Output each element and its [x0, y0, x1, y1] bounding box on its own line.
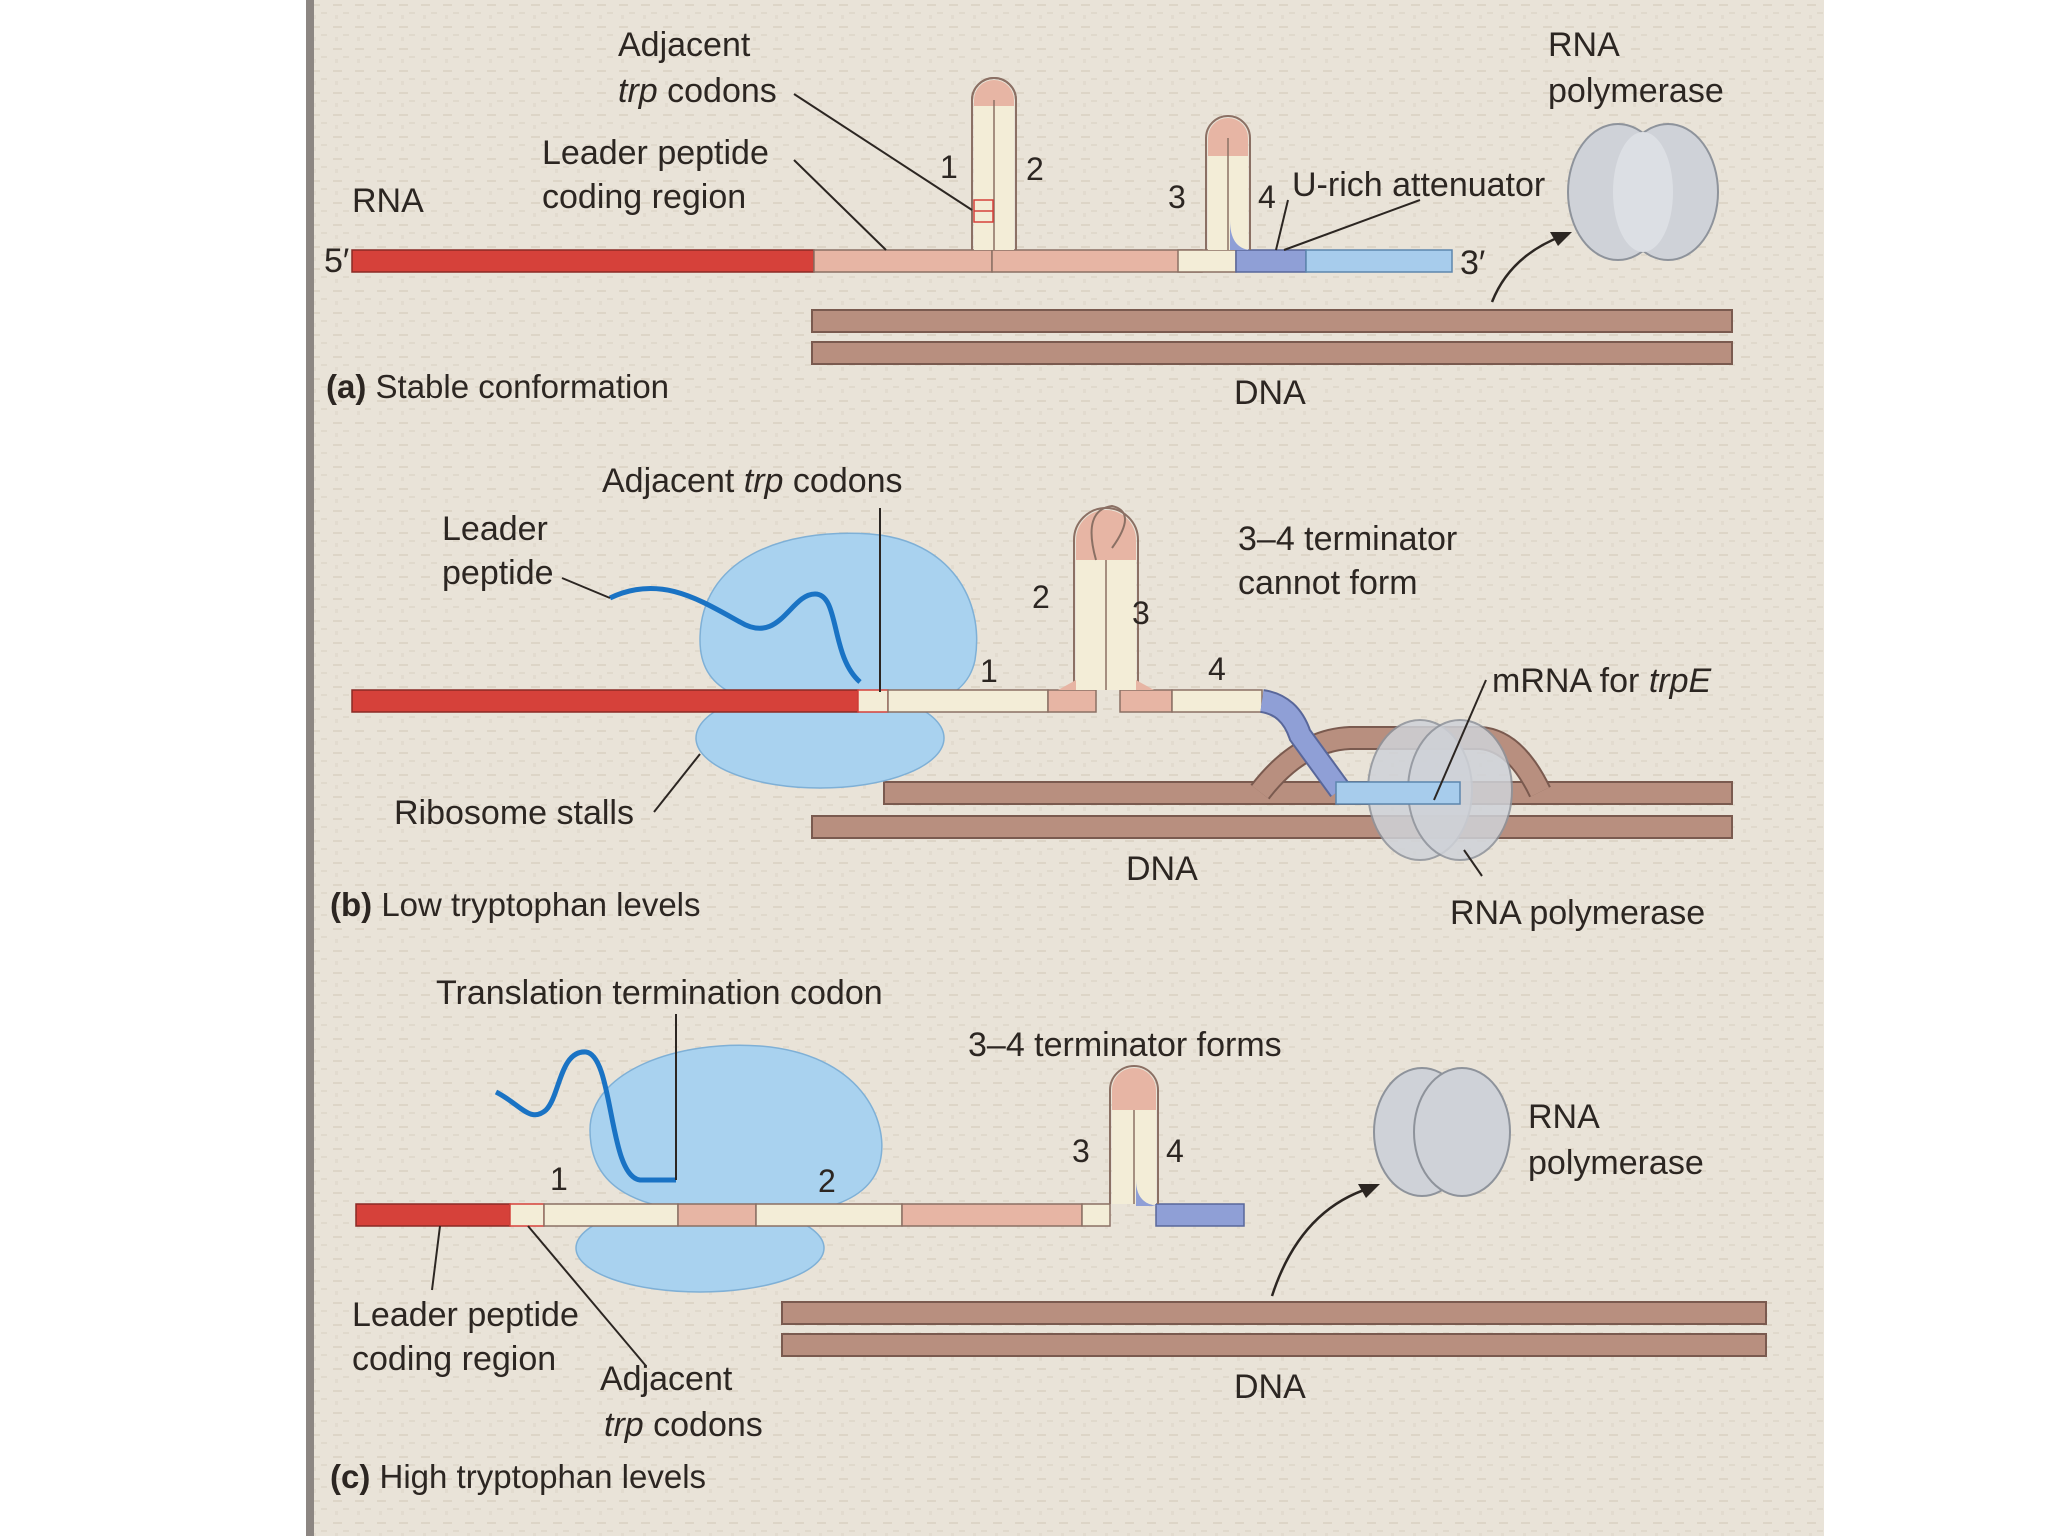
- rna-segment: [1171, 689, 1263, 713]
- leader-peptide-label: peptide: [442, 554, 554, 592]
- dna-label: DNA: [1234, 1368, 1306, 1406]
- leader-peptide-chain: [608, 585, 862, 684]
- adjacent-codons-label: trp codons: [604, 1406, 763, 1444]
- leader-line: [527, 1225, 647, 1367]
- dna-strand: [811, 341, 1733, 365]
- rna-segment: [813, 249, 993, 273]
- panel-b: Adjacent trp codons Leader peptide 3–4 t…: [330, 462, 1733, 932]
- rna-3prime-tail: [1305, 249, 1453, 273]
- leader-line: [1283, 199, 1421, 251]
- arrow: [1490, 234, 1563, 303]
- dna-strand: [883, 781, 1733, 805]
- terminator-label: 3–4 terminator: [1238, 520, 1457, 558]
- adjacent-codons-label: Adjacent: [600, 1360, 733, 1398]
- hairpin-3-4: [1205, 115, 1251, 250]
- rna-segment: [1119, 689, 1173, 713]
- leader-line: [1433, 679, 1487, 801]
- left-edge-shadow: [306, 0, 314, 1536]
- region-2-label: 2: [1032, 579, 1050, 615]
- dna-strand: [781, 1301, 1767, 1325]
- region-1-label: 1: [940, 149, 958, 185]
- mrna-trpe-label: mRNA for trpE: [1492, 662, 1711, 700]
- rna-segment: [543, 1203, 679, 1227]
- polymerase-label: polymerase: [1528, 1144, 1704, 1182]
- rna-segment: [677, 1203, 757, 1227]
- dna-strand: [811, 815, 1733, 839]
- region-1-label: 1: [980, 653, 998, 689]
- leader-line: [1275, 199, 1289, 251]
- region-3-label: 3: [1168, 179, 1186, 215]
- leader-peptide-label: Leader: [442, 510, 548, 548]
- leader-coding-label: coding region: [542, 178, 746, 216]
- adjacent-codons-label: Adjacent: [618, 26, 751, 64]
- polymerase-label: RNA: [1548, 26, 1620, 64]
- leader-coding-label: coding region: [352, 1340, 556, 1378]
- rna-segment: [991, 249, 1203, 273]
- dna-label: DNA: [1234, 374, 1306, 412]
- dna-strand: [811, 309, 1733, 333]
- leader-peptide-chain: [494, 1049, 676, 1183]
- region-4-label: 4: [1258, 179, 1276, 215]
- leader-coding-region: [351, 249, 815, 273]
- leader-coding-label: Leader peptide: [542, 134, 769, 172]
- leader-line: [793, 159, 887, 251]
- terminator-forms-label: 3–4 terminator forms: [968, 1026, 1282, 1064]
- trp-codons: [509, 1203, 545, 1227]
- leader-line: [793, 93, 973, 211]
- panel-a: Adjacent trp codons Leader peptide codin…: [324, 26, 1733, 412]
- terminator-label: cannot form: [1238, 564, 1418, 602]
- region-3-label: 3: [1072, 1133, 1090, 1169]
- leader-line: [653, 753, 701, 813]
- rna-segment: [1081, 1203, 1111, 1227]
- polymerase-label: polymerase: [1548, 72, 1724, 110]
- panel-c-caption: (c) High tryptophan levels: [330, 1458, 706, 1495]
- adjacent-codons-label: Adjacent trp codons: [602, 462, 903, 500]
- five-prime-label: 5′: [324, 242, 349, 280]
- polymerase-label: RNA polymerase: [1450, 894, 1705, 932]
- region-3-label: 3: [1132, 595, 1150, 631]
- rna-segment: [755, 1203, 903, 1227]
- rna-segment: [1177, 249, 1237, 273]
- hairpin-3-4: [1109, 1065, 1159, 1204]
- panel-a-caption: (a) Stable conformation: [326, 368, 669, 405]
- termination-codon-label: Translation termination codon: [436, 974, 883, 1012]
- dna-strand: [781, 1333, 1767, 1357]
- leader-coding-region: [355, 1203, 511, 1227]
- adjacent-codons-label: trp codons: [618, 72, 777, 110]
- u-rich-attenuator: [1235, 249, 1307, 273]
- leader-line: [561, 577, 611, 599]
- rna-polymerase: [1567, 123, 1719, 261]
- leader-line: [431, 1225, 441, 1291]
- u-rich-attenuator: [1155, 1203, 1245, 1227]
- attenuator-label: U-rich attenuator: [1292, 166, 1545, 204]
- region-4-label: 4: [1166, 1133, 1184, 1169]
- panel-c: Translation termination codon 3–4 termin…: [330, 974, 1767, 1495]
- rna-polymerase: [1373, 1067, 1511, 1197]
- region-4-label: 4: [1208, 651, 1226, 687]
- rna-segment: [1047, 689, 1097, 713]
- polymerase-label: RNA: [1528, 1098, 1600, 1136]
- rna-3prime-tail: [1335, 781, 1461, 805]
- panel-b-caption: (b) Low tryptophan levels: [330, 886, 701, 923]
- three-prime-label: 3′: [1460, 244, 1485, 282]
- rna-segment: [901, 1203, 1083, 1227]
- region-2-label: 2: [818, 1163, 836, 1199]
- leader-coding-region: [351, 689, 859, 713]
- region-1-label: 1: [550, 1161, 568, 1197]
- leader-coding-label: Leader peptide: [352, 1296, 579, 1334]
- ribosome: [695, 532, 978, 789]
- dna-label: DNA: [1126, 850, 1198, 888]
- trp-codons: [857, 689, 889, 713]
- rna-segment: [887, 689, 1049, 713]
- region-2-label: 2: [1026, 151, 1044, 187]
- rna-label: RNA: [352, 182, 424, 220]
- ribosome-stalls-label: Ribosome stalls: [394, 794, 634, 832]
- leader-line: [1463, 849, 1483, 877]
- arrow: [1270, 1186, 1371, 1297]
